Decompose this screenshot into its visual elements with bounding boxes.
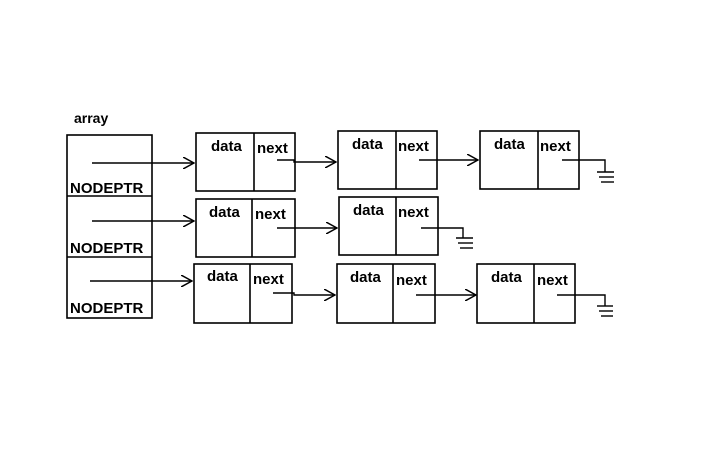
node-next-label: next (537, 272, 568, 289)
next-pointer-arrow (277, 160, 336, 162)
next-pointer-arrow (273, 293, 335, 295)
array-slot-label: NODEPTR (70, 300, 144, 317)
node-next-label: next (253, 271, 284, 288)
null-ground-icon (421, 227, 473, 249)
array-box (66, 134, 153, 319)
node-data-label: data (207, 268, 239, 285)
node-data-label: data (353, 202, 385, 219)
node-data-label: data (494, 136, 526, 153)
node-data-label: data (209, 204, 241, 221)
array-slot-label: NODEPTR (70, 240, 144, 257)
node-data-label: data (352, 136, 384, 153)
node-data-label: data (211, 138, 243, 155)
node-next-label: next (257, 140, 288, 157)
node-next-label: next (396, 272, 427, 289)
list-node (338, 196, 439, 256)
null-ground-icon (562, 159, 614, 183)
node-data-label: data (491, 269, 523, 286)
node-data-label: data (350, 269, 382, 286)
list-node (336, 263, 436, 324)
node-next-label: next (398, 204, 429, 221)
node-next-label: next (540, 138, 571, 155)
array-slot-label: NODEPTR (70, 180, 144, 197)
array-label: array (74, 110, 108, 126)
null-ground-icon (557, 294, 613, 317)
list-node (476, 263, 576, 324)
node-next-label: next (398, 138, 429, 155)
node-next-label: next (255, 206, 286, 223)
